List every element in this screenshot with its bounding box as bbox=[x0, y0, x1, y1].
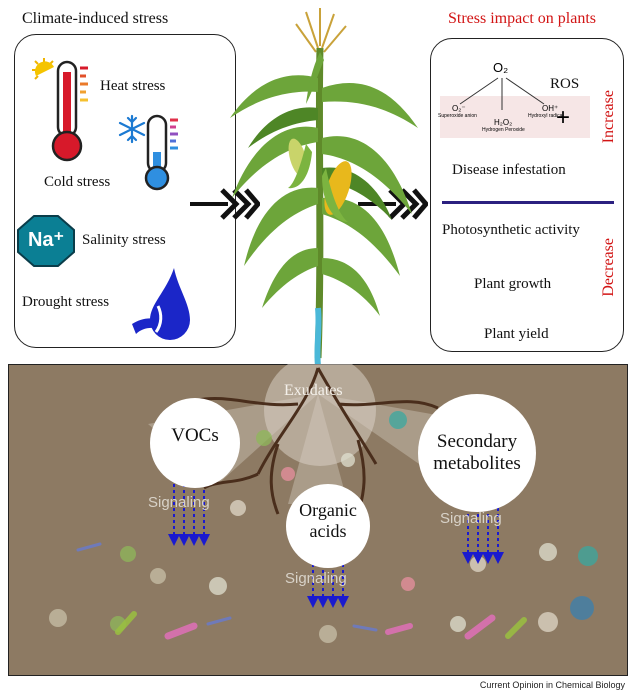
secondary-metabolites-circle: Secondary metabolites bbox=[418, 394, 536, 512]
maize-plant-illustration bbox=[230, 8, 418, 367]
sodium-ion-text: Na⁺ bbox=[27, 229, 65, 251]
plant-growth-label: Plant growth bbox=[474, 276, 552, 292]
water-drop-icon bbox=[132, 268, 190, 340]
stress-impact-panel bbox=[430, 38, 624, 352]
signaling-label-organic-acids: Signaling bbox=[285, 570, 347, 587]
superoxide-label: Superoxide anion bbox=[438, 113, 477, 119]
ros-label: ROS bbox=[550, 76, 580, 92]
exudates-label: Exudates bbox=[284, 382, 343, 399]
signaling-label-secondary: Signaling bbox=[440, 510, 502, 527]
salinity-octagon-icon: Na⁺ bbox=[16, 214, 76, 268]
organic-acids-label: Organic acids bbox=[299, 500, 357, 541]
oxygen-symbol: O₂ bbox=[493, 60, 509, 75]
h2o2-symbol: H₂O₂ bbox=[494, 118, 513, 127]
vocs-circle: VOCs bbox=[150, 398, 240, 488]
heat-stress-label: Heat stress bbox=[100, 78, 166, 94]
disease-infestation-label: Disease infestation bbox=[452, 162, 566, 178]
decrease-label: Decrease bbox=[600, 238, 617, 297]
h2o2-label: Hydrogen Peroxide bbox=[482, 127, 525, 133]
organic-acids-circle: Organic acids bbox=[286, 484, 370, 568]
hydroxyl-symbol: OH⁺ bbox=[542, 104, 559, 113]
hydroxyl-label: Hydroxyl radical bbox=[528, 113, 564, 119]
ros-branch-lines bbox=[459, 77, 545, 110]
cold-stress-label: Cold stress bbox=[44, 174, 111, 190]
climate-stress-panel bbox=[14, 34, 236, 348]
signaling-label-vocs: Signaling bbox=[148, 494, 210, 511]
ros-background bbox=[440, 96, 590, 138]
heat-thermometer-icon bbox=[32, 58, 88, 162]
impact-divider bbox=[442, 201, 614, 204]
stress-impact-title: Stress impact on plants bbox=[448, 10, 596, 27]
journal-footer: Current Opinion in Chemical Biology bbox=[479, 680, 625, 690]
superoxide-symbol: O₂⁻ bbox=[452, 104, 466, 113]
photosynthetic-activity-label: Photosynthetic activity bbox=[442, 222, 580, 238]
climate-stress-title: Climate-induced stress bbox=[22, 10, 169, 27]
stress-to-plant-arrow bbox=[190, 188, 260, 220]
plus-sign: + bbox=[556, 104, 571, 131]
vocs-label: VOCs bbox=[171, 425, 219, 447]
cold-thermometer-icon bbox=[118, 114, 178, 191]
plant-yield-label: Plant yield bbox=[484, 326, 549, 342]
increase-label: Increase bbox=[600, 90, 617, 144]
drought-stress-label: Drought stress bbox=[22, 294, 110, 310]
secondary-metabolites-label: Secondary metabolites bbox=[433, 431, 521, 474]
salinity-stress-label: Salinity stress bbox=[82, 232, 166, 248]
